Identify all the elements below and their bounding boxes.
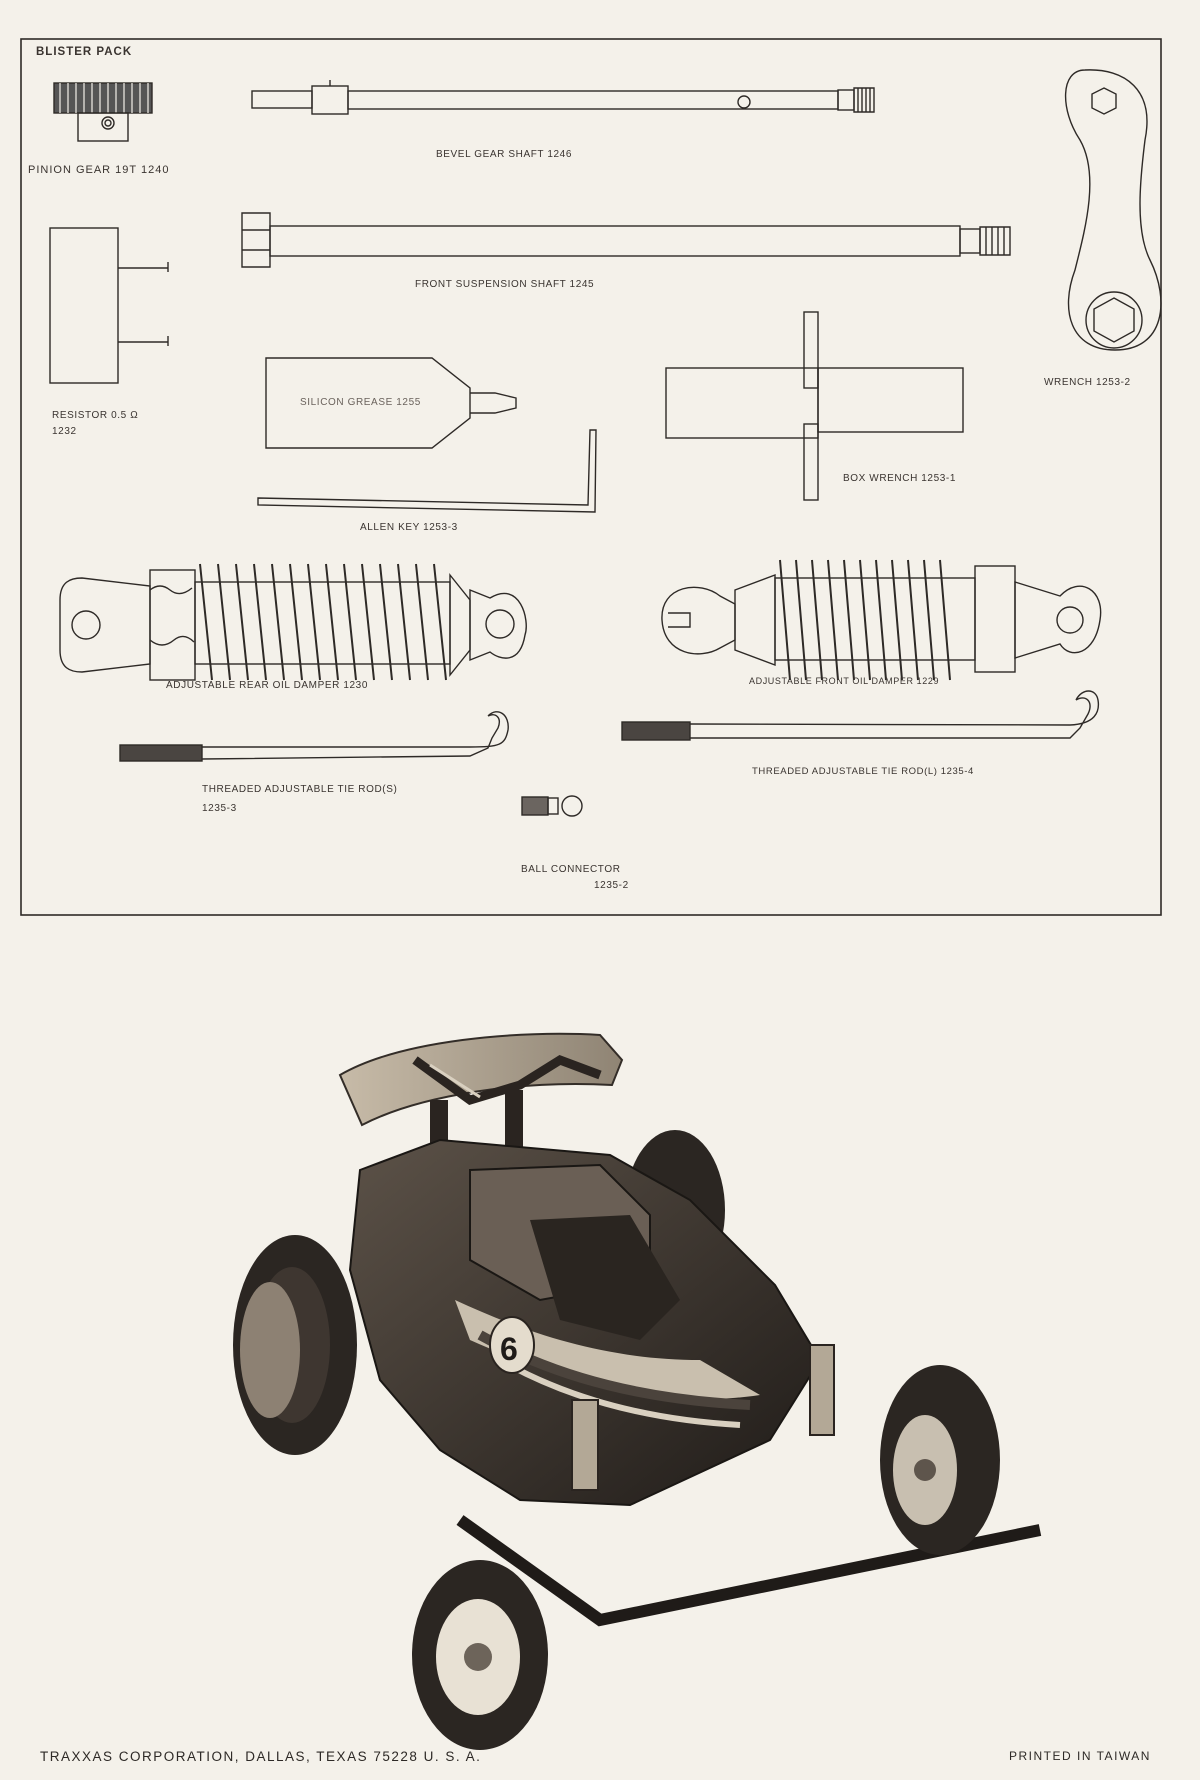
- front-bumper: [456, 1515, 1042, 1627]
- pinion-gear-drawing: [53, 82, 153, 142]
- front-oil-damper-drawing: [661, 559, 1102, 681]
- allen-key-label: ALLEN KEY 1253-3: [360, 522, 458, 533]
- blister-pack-title: BLISTER PACK: [36, 46, 133, 58]
- allen-key-drawing: [257, 429, 597, 513]
- tie-rod-long-label: THREADED ADJUSTABLE TIE ROD(L) 1235-4: [752, 766, 974, 777]
- resistor-label: RESISTOR 0.5 Ω: [52, 410, 139, 421]
- box-wrench-label: BOX WRENCH 1253-1: [843, 473, 957, 484]
- resistor-drawing: [49, 227, 169, 384]
- blister-pack-frame: [20, 38, 1162, 916]
- rear-left-wheel: [233, 1235, 357, 1455]
- ball-connector-label: BALL CONNECTOR: [521, 864, 621, 875]
- rear-wing: [338, 1032, 624, 1155]
- front-left-wheel: [412, 1560, 548, 1750]
- front-oil-damper-label: ADJUSTABLE FRONT OIL DAMPER 1229: [749, 676, 940, 686]
- bevel-gear-shaft-drawing: [251, 80, 875, 115]
- rear-oil-damper-drawing: [59, 563, 527, 681]
- bevel-gear-shaft-label: BEVEL GEAR SHAFT 1246: [436, 149, 572, 160]
- ball-connector-drawing: [521, 795, 583, 817]
- buggy-body: [348, 1138, 822, 1507]
- car-number: 6: [500, 1331, 518, 1367]
- footer-printed: PRINTED IN TAIWAN: [1009, 1749, 1151, 1763]
- ball-connector-number: 1235-2: [594, 880, 629, 891]
- tie-rod-short-label: THREADED ADJUSTABLE TIE ROD(S): [202, 784, 398, 795]
- pinion-gear-label: PINION GEAR 19T 1240: [28, 164, 170, 176]
- front-shocks: [571, 1344, 835, 1491]
- box-wrench-drawing: [665, 311, 964, 501]
- rear-oil-damper-label: ADJUSTABLE REAR OIL DAMPER 1230: [166, 680, 368, 691]
- front-suspension-shaft-drawing: [241, 212, 1011, 268]
- wrench-label: WRENCH 1253-2: [1044, 377, 1131, 388]
- front-right-wheel: [880, 1365, 1000, 1555]
- resistor-number: 1232: [52, 426, 77, 437]
- tie-rod-long-drawing: [621, 690, 1100, 741]
- silicon-grease-drawing: [265, 357, 517, 449]
- wrench-drawing: [1064, 69, 1162, 351]
- silicon-grease-label: SILICON GREASE 1255: [300, 397, 421, 408]
- tie-rod-short-number: 1235-3: [202, 803, 237, 814]
- tie-rod-short-drawing: [119, 711, 509, 762]
- front-suspension-shaft-label: FRONT SUSPENSION SHAFT 1245: [415, 279, 595, 290]
- footer-company: TRAXXAS CORPORATION, DALLAS, TEXAS 75228…: [40, 1749, 482, 1764]
